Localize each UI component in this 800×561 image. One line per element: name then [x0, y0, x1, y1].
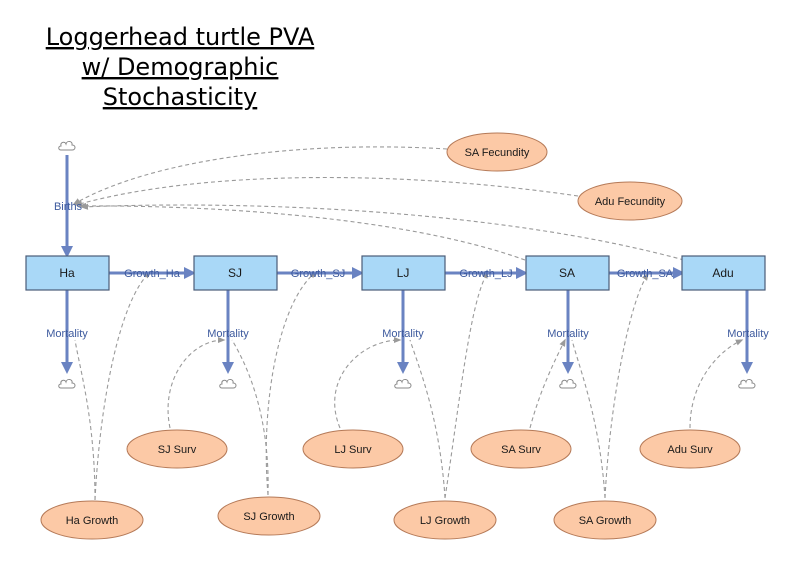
converter-sj-growth[interactable]: SJ Growth — [217, 496, 321, 536]
link-sj-growth-growth-sj — [265, 271, 318, 496]
converter-ha-growth-label: Ha Growth — [66, 515, 119, 527]
mortality-sj-sink-cloud-icon — [219, 378, 237, 389]
converter-sj-surv-label: SJ Surv — [158, 444, 197, 456]
mortality-sj-flow-label[interactable]: Mortality — [207, 328, 249, 340]
link-adu-surv-mortality-adu — [689, 339, 744, 429]
link-sa-surv-mortality-sa — [529, 338, 566, 429]
converter-sa-fecundity-label: SA Fecundity — [465, 147, 530, 159]
title-line-1: Loggerhead turtle PVA — [46, 23, 315, 51]
stock-ha[interactable]: Ha — [25, 255, 110, 291]
stock-adu-label: Adu — [712, 266, 733, 280]
converter-ha-growth[interactable]: Ha Growth — [40, 500, 144, 540]
growth-sj-flow-label[interactable]: Growth_SJ — [291, 268, 345, 280]
influence-links — [72, 146, 744, 501]
stock-sa-label: SA — [559, 266, 575, 280]
link-ha-growth-growth-ha — [94, 270, 152, 501]
converter-adu-fecundity-label: Adu Fecundity — [595, 196, 666, 208]
converter-sa-growth[interactable]: SA Growth — [553, 500, 657, 540]
mortality-sa-sink-cloud-icon — [559, 378, 577, 389]
births-source-cloud-icon — [58, 140, 76, 151]
link-sa-growth-mortality-sa — [571, 339, 606, 499]
mortality-lj-sink-cloud-icon — [394, 378, 412, 389]
converter-adu-fecundity[interactable]: Adu Fecundity — [577, 181, 683, 221]
link-lj-growth-mortality-lj — [409, 339, 446, 499]
mortality-ha-flow-label[interactable]: Mortality — [46, 328, 88, 340]
mortality-ha-sink-cloud-icon — [58, 378, 76, 389]
link-sa-fecundity-births — [72, 146, 448, 205]
link-ha-growth-mortality-ha — [74, 339, 96, 501]
stock-ha-label: Ha — [59, 266, 75, 280]
mortality-adu-flow-label[interactable]: Mortality — [727, 328, 769, 340]
link-adu-births — [80, 203, 685, 261]
mortality-sa-flow-label[interactable]: Mortality — [547, 328, 589, 340]
converter-lj-surv[interactable]: LJ Surv — [302, 429, 404, 469]
converter-sj-surv[interactable]: SJ Surv — [126, 429, 228, 469]
converter-lj-growth[interactable]: LJ Growth — [393, 500, 497, 540]
converter-sa-growth-label: SA Growth — [579, 515, 632, 527]
flow-labels: Births Growth_Ha Growth_SJ Growth_LJ Gro… — [46, 201, 769, 340]
converter-sa-surv-label: SA Surv — [501, 444, 541, 456]
link-sj-surv-mortality-sj — [167, 336, 226, 429]
link-lj-surv-mortality-lj — [334, 336, 402, 429]
link-sa-births — [78, 202, 526, 261]
flow-pipes — [61, 155, 753, 374]
link-sa-growth-growth-sa — [604, 272, 649, 499]
converter-adu-surv-label: Adu Surv — [667, 444, 713, 456]
converter-sj-growth-label: SJ Growth — [243, 511, 294, 523]
converter-lj-surv-label: LJ Surv — [334, 444, 372, 456]
stock-sa[interactable]: SA — [525, 255, 610, 291]
stock-lj[interactable]: LJ — [361, 255, 446, 291]
growth-ha-flow-label[interactable]: Growth_Ha — [124, 268, 181, 280]
converter-lj-growth-label: LJ Growth — [420, 515, 470, 527]
stock-sj-label: SJ — [228, 266, 242, 280]
diagram-title: Loggerhead turtle PVA w/ Demographic Sto… — [46, 23, 315, 111]
stock-adu[interactable]: Adu — [681, 255, 766, 291]
births-flow-label[interactable]: Births — [54, 201, 83, 213]
link-sj-growth-mortality-sj — [231, 339, 269, 496]
title-line-2: w/ Demographic — [82, 53, 279, 81]
title-line-3: Stochasticity — [103, 83, 258, 111]
stock-sj[interactable]: SJ — [193, 255, 278, 291]
link-adu-fecundity-births — [74, 176, 579, 207]
mortality-adu-sink-cloud-icon — [738, 378, 756, 389]
mortality-lj-flow-label[interactable]: Mortality — [382, 328, 424, 340]
link-lj-growth-growth-lj — [444, 270, 489, 499]
converter-sa-surv[interactable]: SA Surv — [470, 429, 572, 469]
stock-lj-label: LJ — [397, 266, 410, 280]
converter-adu-surv[interactable]: Adu Surv — [639, 429, 741, 469]
growth-sa-flow-label[interactable]: Growth_SA — [617, 268, 674, 280]
growth-lj-flow-label[interactable]: Growth_LJ — [459, 268, 512, 280]
converter-sa-fecundity[interactable]: SA Fecundity — [446, 132, 548, 172]
